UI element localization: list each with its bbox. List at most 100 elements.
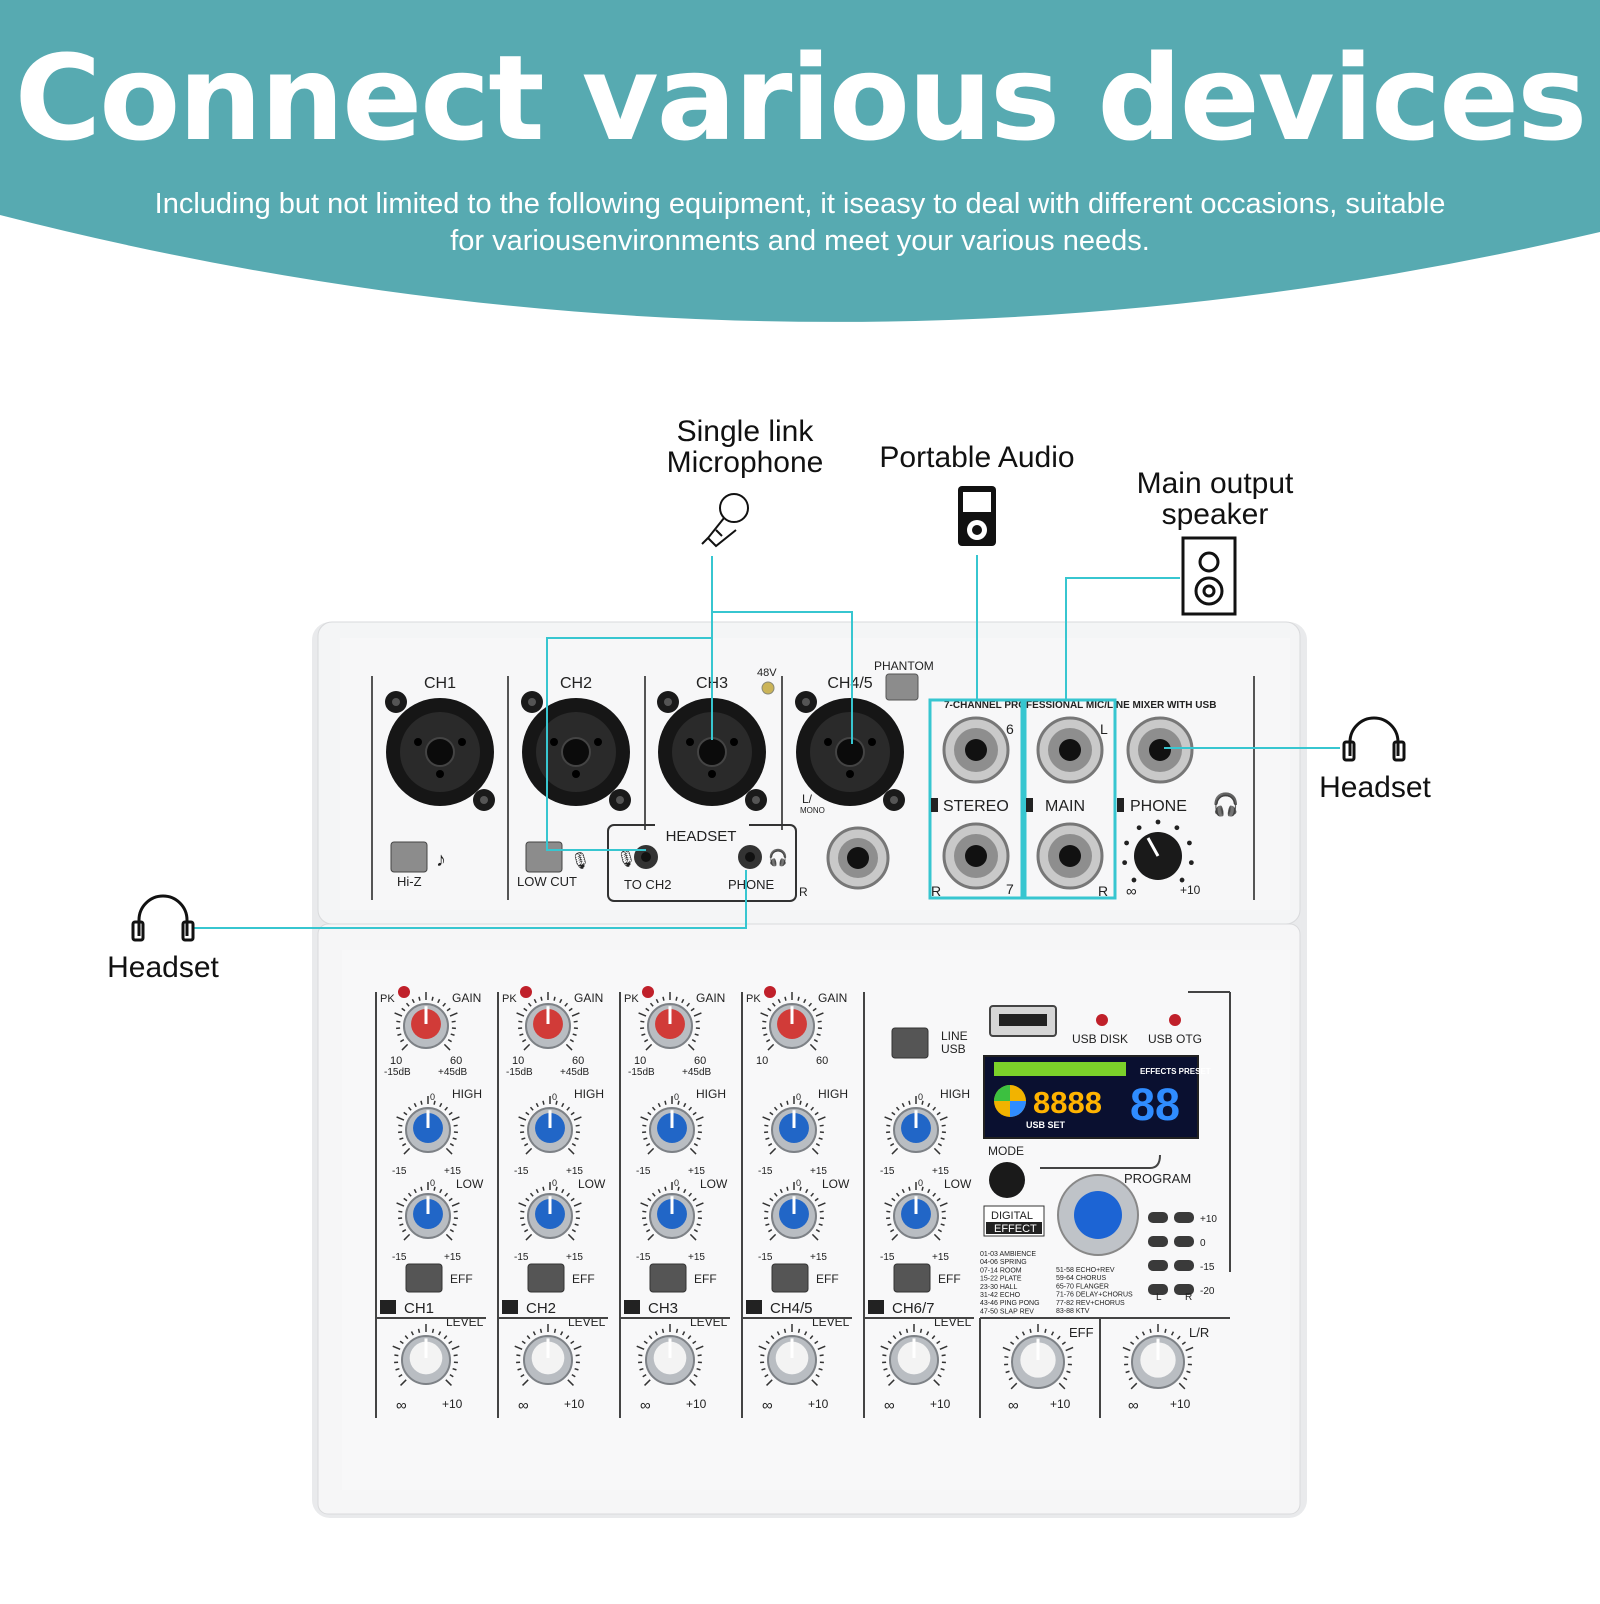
peak-led xyxy=(642,986,654,998)
mode-button[interactable] xyxy=(989,1162,1025,1198)
phantom-48v-label: 48V xyxy=(757,667,777,679)
program-knob[interactable] xyxy=(1058,1175,1138,1255)
num7-label: 7 xyxy=(1006,881,1014,897)
low-min-label: -15 xyxy=(392,1252,407,1263)
high-label: HIGH xyxy=(574,1087,604,1101)
strip-name: CH3 xyxy=(648,1300,678,1317)
quarter-inch-jack[interactable] xyxy=(944,824,1008,888)
effect-entry: 23-30 HALL xyxy=(980,1284,1017,1291)
gain-max-db: +45dB xyxy=(438,1067,468,1078)
eff-switch[interactable] xyxy=(650,1264,686,1292)
gain-min-label: 10 xyxy=(390,1055,402,1067)
high-max-label: +15 xyxy=(932,1166,949,1177)
peak-led xyxy=(520,986,532,998)
phantom-led xyxy=(762,682,774,694)
high-max-label: +15 xyxy=(688,1166,705,1177)
high-max-label: +15 xyxy=(810,1166,827,1177)
meter-led-l xyxy=(1148,1236,1168,1247)
scale-dot xyxy=(1174,825,1179,830)
eff-switch[interactable] xyxy=(528,1264,564,1292)
gain-max-label: 60 xyxy=(816,1055,828,1067)
meter-led-l xyxy=(1148,1212,1168,1223)
gain-label: GAIN xyxy=(818,991,847,1005)
scale-dot xyxy=(1189,860,1194,865)
hiz-label: Hi-Z xyxy=(397,874,422,889)
callout-microphone: Single link Microphone xyxy=(640,416,850,478)
gain-min-db: -15dB xyxy=(384,1067,411,1078)
scale-dot xyxy=(1180,878,1185,883)
microphone-icon xyxy=(702,494,748,546)
headset-mic-icon: 🎙 xyxy=(616,850,636,868)
high-max-label: +15 xyxy=(566,1166,583,1177)
low-zero-label: 0 xyxy=(552,1178,557,1188)
strip-name: CH4/5 xyxy=(770,1300,813,1317)
effect-entry: 47-50 SLAP REV xyxy=(980,1308,1034,1315)
quarter-inch-jack[interactable] xyxy=(944,718,1008,782)
high-zero-label: 0 xyxy=(674,1092,679,1102)
phantom-switch[interactable] xyxy=(886,674,918,700)
meter-led-r xyxy=(1174,1212,1194,1223)
headset-phone-icon: 🎧 xyxy=(768,848,788,867)
r-label-stereo: R xyxy=(931,883,941,899)
hiz-switch[interactable] xyxy=(391,842,427,872)
mono-label: MONO xyxy=(800,806,825,815)
top-channel-label: CH1 xyxy=(424,675,456,692)
scale-dot xyxy=(1122,860,1127,865)
phone-level-knob[interactable] xyxy=(1134,832,1182,880)
low-min-label: -15 xyxy=(514,1252,529,1263)
scale-dot xyxy=(1132,878,1137,883)
peak-led xyxy=(398,986,410,998)
eff-label: EFF xyxy=(938,1272,961,1286)
portable-audio-icon xyxy=(958,486,996,546)
high-label: HIGH xyxy=(818,1087,848,1101)
headset-phone-jack[interactable] xyxy=(738,845,762,869)
eff-switch[interactable] xyxy=(894,1264,930,1292)
low-label: LOW xyxy=(822,1177,850,1191)
effect-entry: 77-82 REV+CHORUS xyxy=(1056,1300,1125,1307)
eff-switch[interactable] xyxy=(406,1264,442,1292)
low-min-label: -15 xyxy=(758,1252,773,1263)
low-label: LOW xyxy=(944,1177,972,1191)
top-channel-label: CH4/5 xyxy=(827,675,872,692)
low-zero-label: 0 xyxy=(430,1178,435,1188)
master-min-label: ∞ xyxy=(1008,1397,1019,1414)
level-min-label: ∞ xyxy=(884,1397,895,1414)
high-label: HIGH xyxy=(452,1087,482,1101)
lcd-display: 8888 88 EFFECTS PRESET USB SET xyxy=(984,1056,1211,1138)
lowcut-switch[interactable] xyxy=(526,842,562,872)
mic-small-icon: 🎙 xyxy=(570,852,590,870)
quarter-inch-jack[interactable] xyxy=(1128,718,1192,782)
level-min-label: ∞ xyxy=(640,1397,651,1414)
low-label: LOW xyxy=(578,1177,606,1191)
high-zero-label: 0 xyxy=(430,1092,435,1102)
callout-speaker: Main output speaker xyxy=(1110,468,1320,530)
eff-switch[interactable] xyxy=(772,1264,808,1292)
headset-mic-jack[interactable] xyxy=(634,845,658,869)
line-usb-switch[interactable] xyxy=(892,1028,928,1058)
top-channel-label: CH2 xyxy=(560,675,592,692)
effect-entry: 59-64 CHORUS xyxy=(1056,1275,1107,1282)
high-max-label: +15 xyxy=(444,1166,461,1177)
high-min-label: -15 xyxy=(392,1166,407,1177)
meter-label: -15 xyxy=(1200,1262,1215,1273)
guitar-icon: ♪ xyxy=(436,849,446,871)
effect-entry: 71-76 DELAY+CHORUS xyxy=(1056,1292,1133,1299)
usb-port[interactable] xyxy=(990,1006,1056,1036)
strip-name: CH2 xyxy=(526,1300,556,1317)
effects-preset-label: EFFECTS PRESET xyxy=(1140,1067,1211,1076)
quarter-inch-jack[interactable] xyxy=(1038,718,1102,782)
to-ch2-label: TO CH2 xyxy=(624,877,671,892)
usb-disk-label: USB DISK xyxy=(1072,1032,1128,1046)
pk-label: PK xyxy=(502,993,517,1005)
main-label: MAIN xyxy=(1045,798,1085,815)
low-min-label: -15 xyxy=(636,1252,651,1263)
low-label: LOW xyxy=(700,1177,728,1191)
quarter-inch-jack[interactable] xyxy=(1038,824,1102,888)
gain-max-db: +45dB xyxy=(560,1067,590,1078)
eff-label: EFF xyxy=(816,1272,839,1286)
ch45-right-jack[interactable] xyxy=(828,828,888,888)
master-max-label: +10 xyxy=(1050,1397,1071,1411)
usb-otg-led xyxy=(1169,1014,1181,1026)
display-preset: 88 xyxy=(1130,1079,1180,1130)
